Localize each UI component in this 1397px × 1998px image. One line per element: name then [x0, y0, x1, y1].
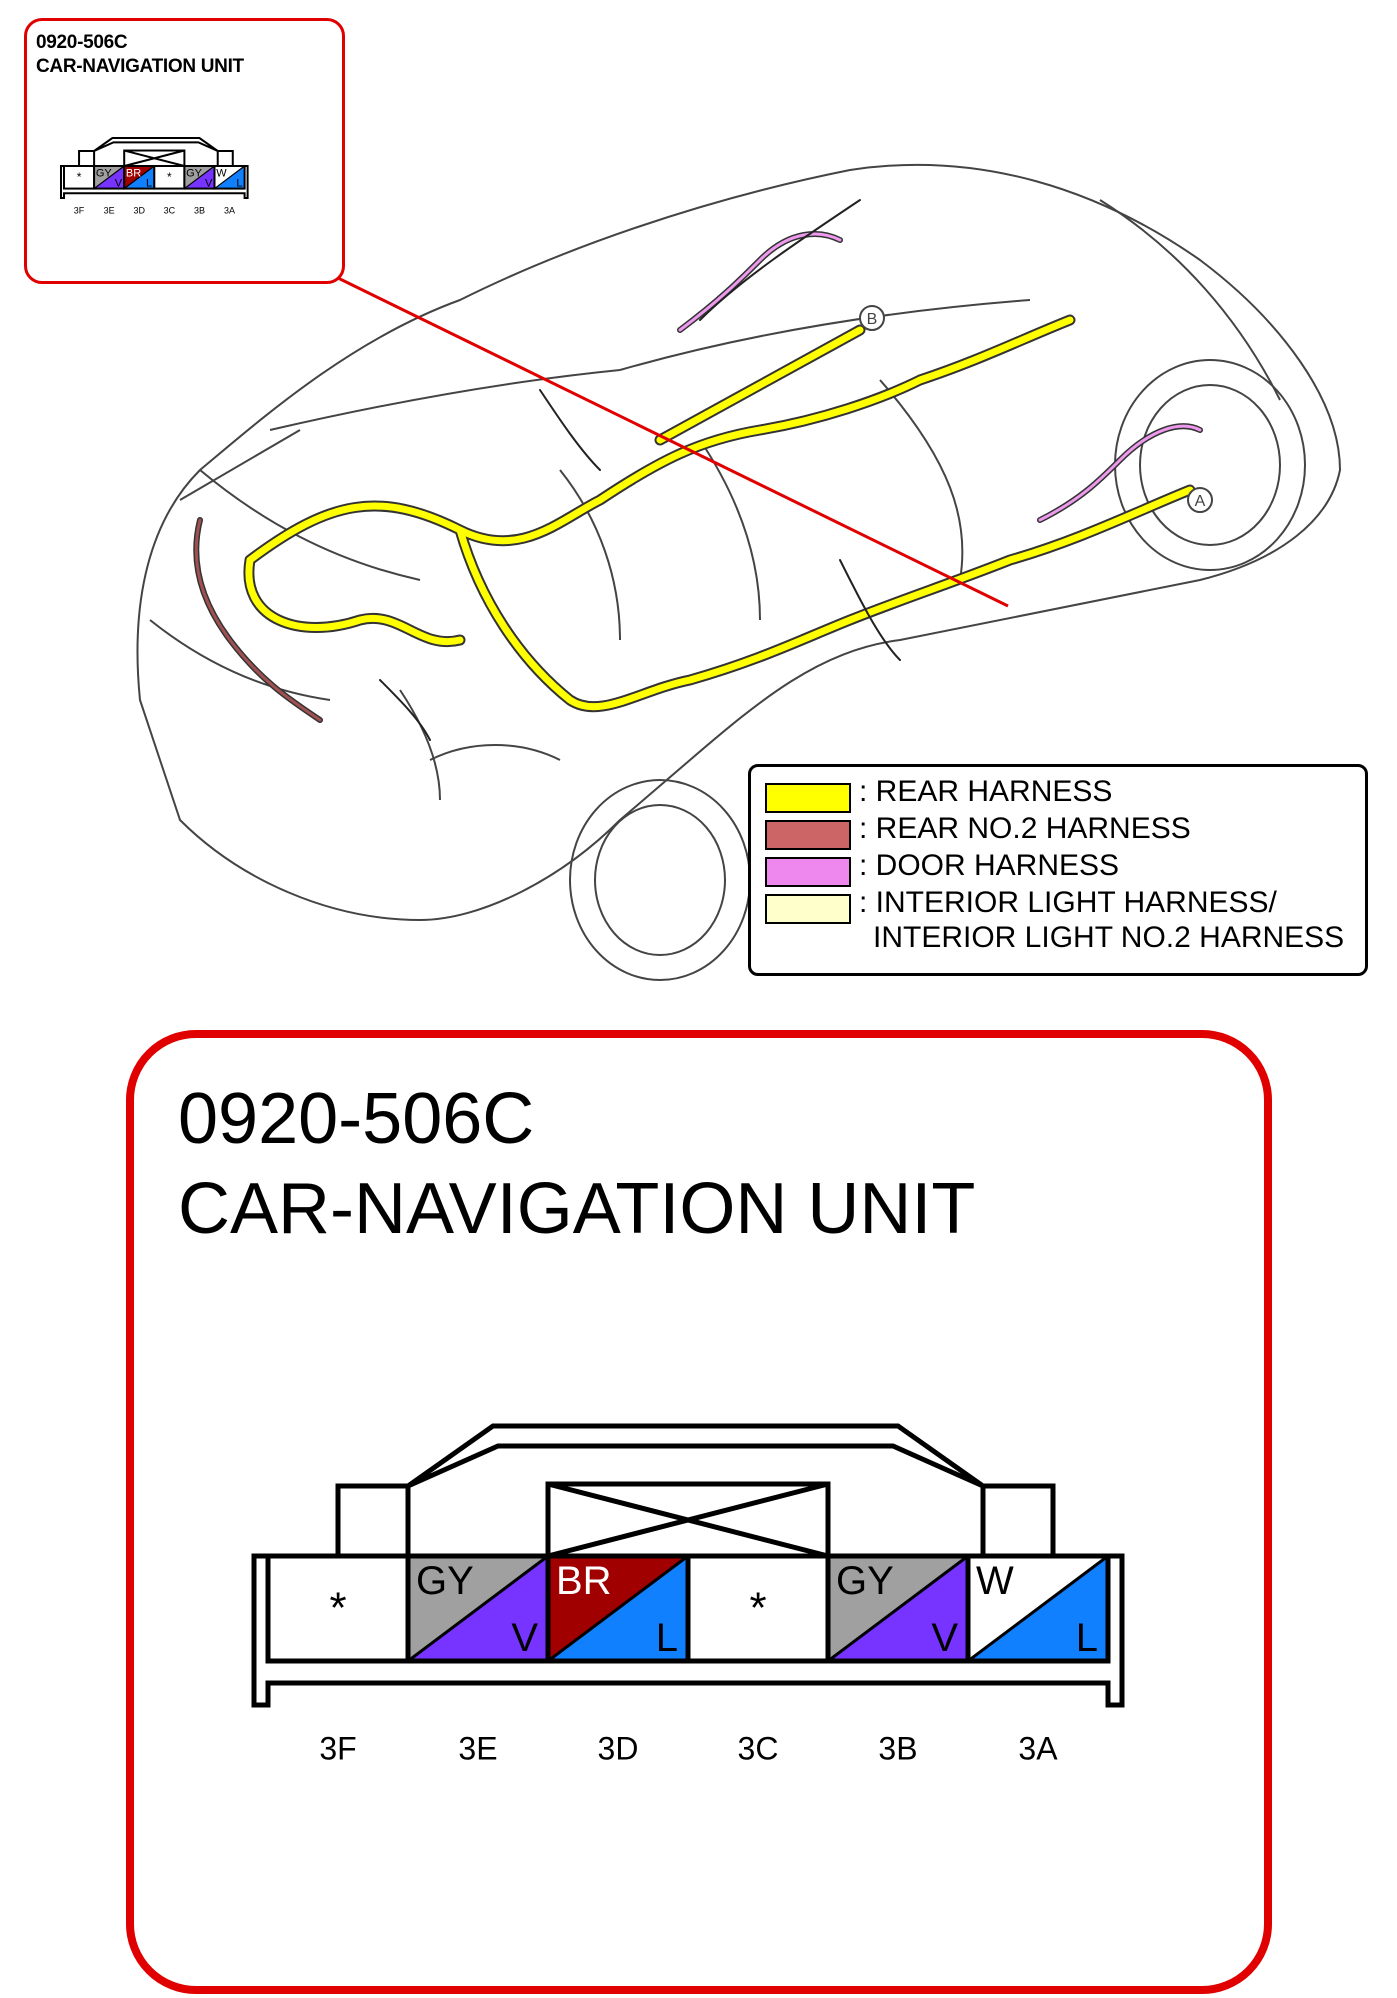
legend-swatch-rear — [765, 783, 851, 813]
main-callout-name: CAR-NAVIGATION UNIT — [178, 1169, 976, 1249]
car-wiring-illustration: B A — [136, 163, 1342, 981]
harness-legend: : REAR HARNESS : REAR NO.2 HARNESS : DOO… — [748, 764, 1368, 976]
rear-wheel — [569, 779, 751, 981]
legend-swatch-door — [765, 857, 851, 887]
main-callout-code: 0920-506C — [178, 1079, 535, 1159]
legend-label-rear: : REAR HARNESS — [859, 775, 1113, 808]
marker-a: A — [1195, 493, 1206, 510]
small-callout-name: CAR-NAVIGATION UNIT — [36, 56, 244, 77]
legend-swatch-rear-no2 — [765, 820, 851, 850]
callout-leader-line — [337, 276, 1009, 608]
legend-label-interior-light: : INTERIOR LIGHT HARNESS/ — [859, 886, 1277, 919]
legend-swatch-interior-light — [765, 894, 851, 924]
legend-label-interior-light-no2: INTERIOR LIGHT NO.2 HARNESS — [873, 921, 1345, 954]
legend-label-rear-no2: : REAR NO.2 HARNESS — [859, 812, 1191, 845]
small-callout-code: 0920-506C — [36, 32, 128, 53]
car-body-outline — [136, 163, 1342, 922]
legend-label-door: : DOOR HARNESS — [859, 849, 1120, 882]
marker-b: B — [867, 311, 878, 328]
